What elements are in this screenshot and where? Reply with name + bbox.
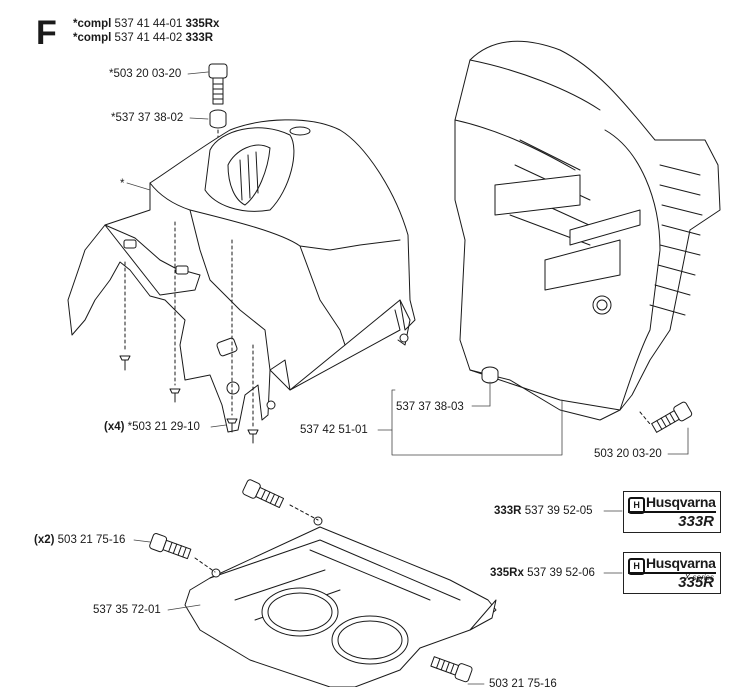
header-number: 537 41 44-01 (114, 18, 183, 30)
part-number: 503 21 75-16 (57, 534, 126, 546)
brand-name: Husqvarna (646, 494, 716, 510)
callout-screw-top: *503 20 03-20 (109, 68, 182, 80)
qty-label: (x4) (104, 421, 125, 433)
callout-decal-335rx: 335Rx 537 39 52-06 (490, 567, 595, 580)
decal-series: X-series (684, 573, 714, 582)
guide-lines-left (124, 221, 254, 429)
screw-top (208, 63, 228, 105)
part-number: 537 39 52-06 (527, 567, 595, 579)
callout-screws-x4: (x4) *503 21 29-10 (104, 421, 200, 434)
crown-icon: H (628, 558, 645, 575)
callout-screw-bottom-right: 503 21 75-16 (489, 678, 557, 687)
callout-screw-right: 503 20 03-20 (594, 448, 662, 460)
brand-name: Husqvarna (646, 555, 716, 571)
callout-cylinder-cover: 537 42 51-01 (300, 424, 368, 436)
leader-lines (126, 71, 689, 685)
callout-nut-top: *537 37 38-02 (111, 112, 184, 124)
header-prefix: *compl (73, 18, 112, 30)
callout-decal-333r: 333R 537 39 52-05 (494, 505, 593, 518)
decal-rule (628, 511, 716, 513)
header-prefix: *compl (73, 32, 112, 44)
model-label: 333R (494, 505, 522, 517)
bottom-screws (149, 479, 473, 683)
part-number: *503 21 29-10 (127, 421, 200, 433)
part-number: 537 39 52-05 (524, 505, 593, 517)
cylinder-cover-right (454, 40, 721, 421)
callout-screws-x2: (x2) 503 21 75-16 (34, 534, 125, 547)
decal-model: 335R (678, 574, 714, 591)
model-label: 335Rx (490, 567, 524, 579)
header-model: 335Rx (185, 18, 220, 30)
crown-icon: H (628, 497, 645, 514)
callout-nut-right: 537 37 38-03 (396, 401, 464, 413)
decal-model: 333R (678, 513, 714, 530)
section-letter: F (36, 14, 57, 52)
nut-top (209, 109, 227, 129)
header-model: 333R (185, 32, 214, 44)
qty-label: (x2) (34, 534, 55, 546)
screw-right (651, 401, 693, 433)
header-line-2: *compl 537 41 44-02 333R (73, 32, 213, 45)
callout-plate: 537 35 72-01 (93, 604, 161, 616)
decal-rule (628, 572, 716, 574)
header-number: 537 41 44-02 (114, 32, 183, 44)
skid-plate (184, 516, 497, 687)
cylinder-cover-left (67, 119, 416, 433)
callout-cover-marker: * (120, 178, 125, 190)
nut-right (481, 366, 499, 384)
header-line-1: *compl 537 41 44-01 335Rx (73, 18, 219, 31)
small-screws (119, 355, 259, 444)
